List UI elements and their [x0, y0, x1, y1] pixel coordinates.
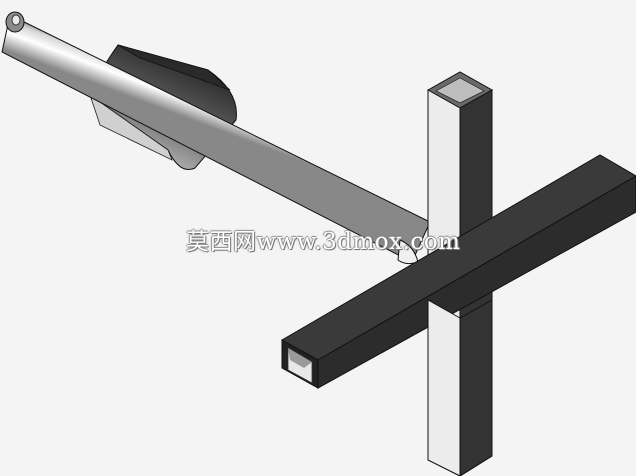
sleeve-upper-flange: [117, 44, 231, 91]
round-pipe[interactable]: [1, 11, 431, 265]
pipe-end-notch: [11, 14, 21, 26]
square-beam-horizontal[interactable]: [280, 154, 636, 389]
beam-end-inner-shade: [288, 348, 312, 368]
pipe-body: [1, 14, 431, 263]
sleeve-lower-flange: [89, 93, 173, 161]
post-top-inner: [435, 77, 485, 104]
post-front-segment: [427, 299, 493, 476]
